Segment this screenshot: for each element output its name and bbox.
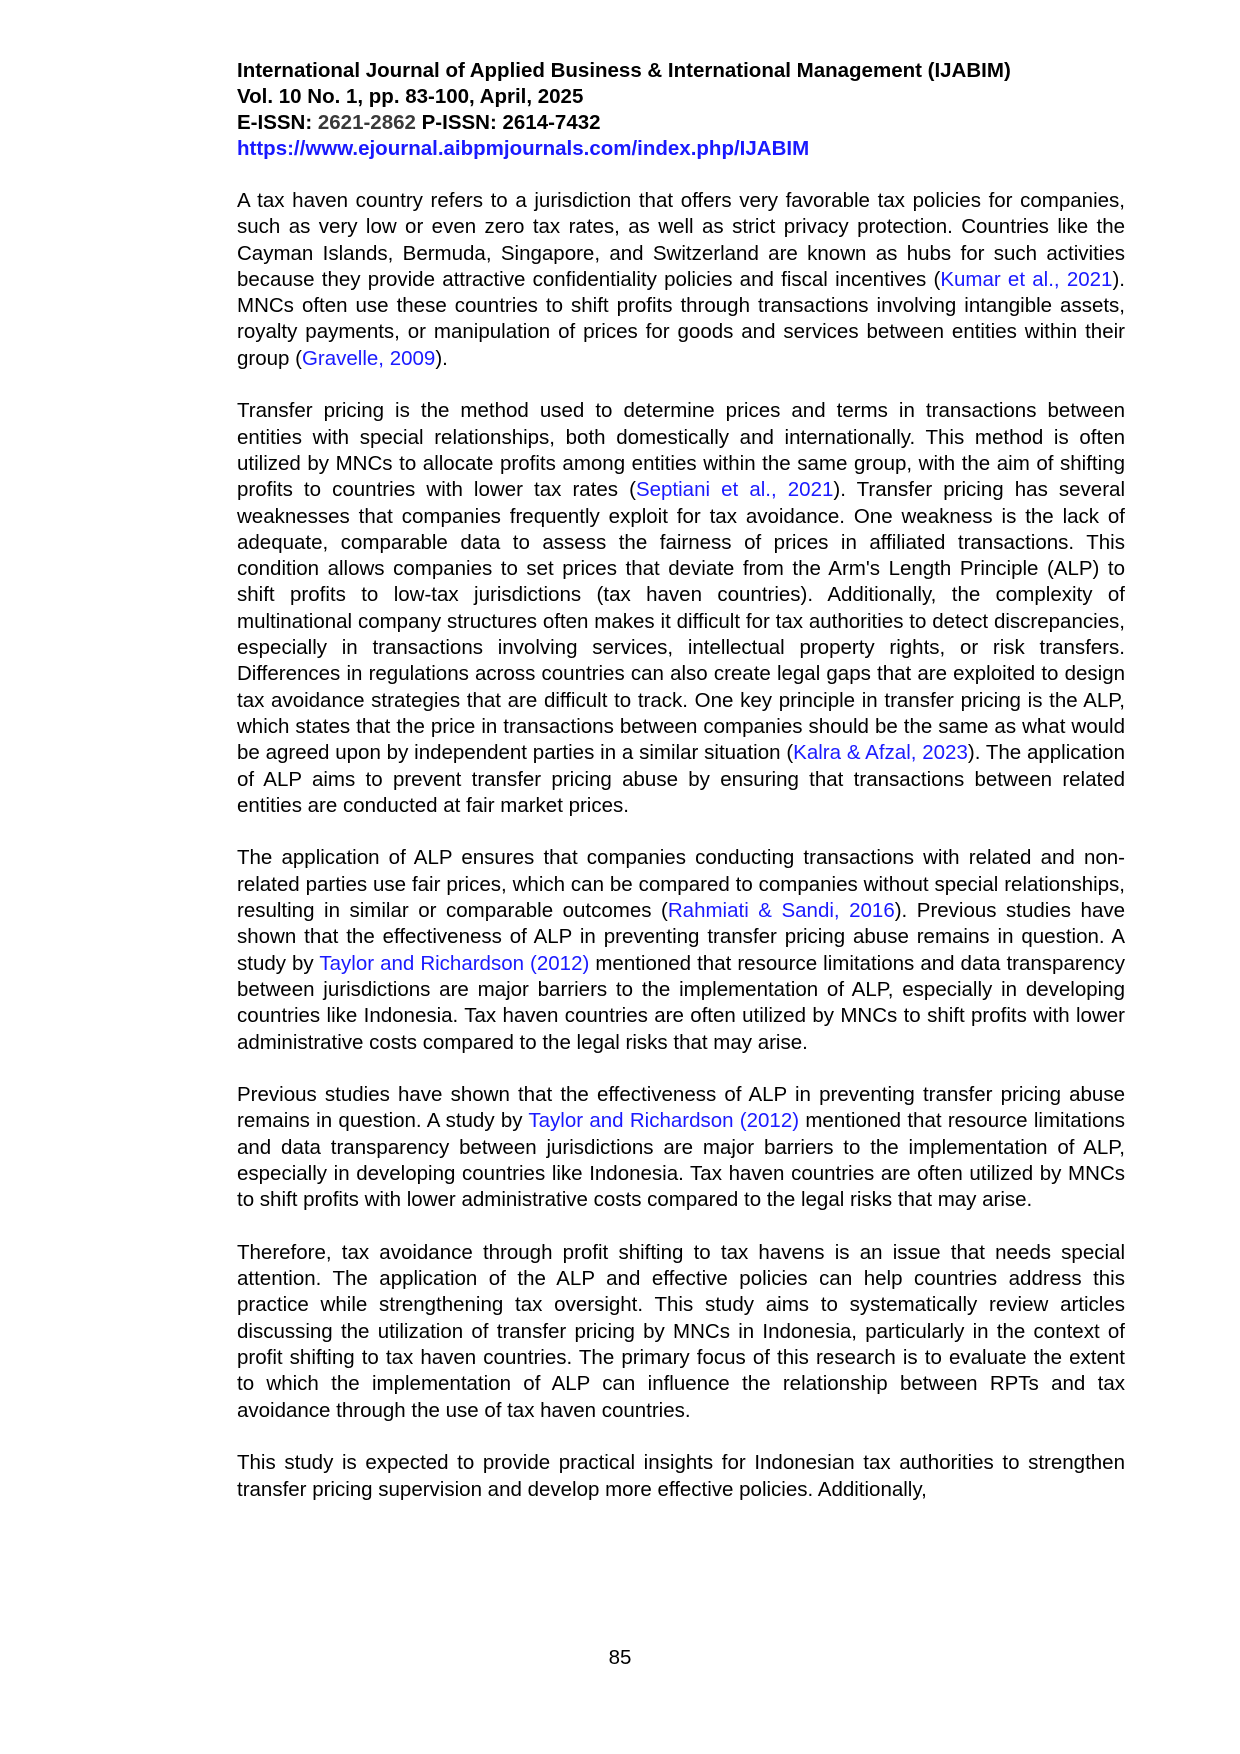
paragraph-text: Therefore, tax avoidance through profit …	[237, 1240, 1125, 1422]
paragraph-text: Previous studies have shown that the eff…	[237, 1083, 1125, 1133]
volume-info: Vol. 10 No. 1, pp. 83-100, April, 2025	[237, 85, 584, 108]
citation-link[interactable]: Taylor and Richardson (2012)	[319, 951, 590, 975]
journal-title: International Journal of Applied Busines…	[237, 59, 1011, 82]
paragraph-text: ). MNCs often use these countries to shi…	[237, 267, 1125, 370]
paragraph-text: mentioned that resource limitations and …	[237, 1109, 1125, 1212]
paragraph-6: This study is expected to provide practi…	[237, 1450, 1125, 1503]
citation-link[interactable]: Kumar et al., 2021	[940, 267, 1113, 291]
pissn: P-ISSN: 2614-7432	[415, 111, 601, 134]
journal-header: International Journal of Applied Busines…	[237, 58, 1137, 162]
journal-url-link[interactable]: https://www.ejournal.aibpmjournals.com/i…	[237, 137, 810, 160]
page-number: 85	[608, 1646, 632, 1669]
paragraph-text: This study is expected to provide practi…	[237, 1451, 1125, 1501]
citation-link[interactable]: Gravelle, 2009	[301, 346, 436, 370]
paragraph-3: The application of ALP ensures that comp…	[237, 845, 1125, 1055]
paragraph-text: The application of ALP ensures that comp…	[237, 846, 1125, 923]
paragraph-text: A tax haven country refers to a jurisdic…	[237, 189, 1125, 291]
paragraph-1: A tax haven country refers to a jurisdic…	[237, 188, 1125, 372]
paragraph-text: ). Transfer pricing has several weakness…	[237, 478, 1125, 765]
citation-link[interactable]: Taylor and Richardson (2012)	[528, 1109, 800, 1133]
eissn-value: 2621-2862	[317, 111, 416, 134]
paragraph-4: Previous studies have shown that the eff…	[237, 1082, 1125, 1213]
citation-link[interactable]: Septiani et al., 2021	[635, 478, 834, 502]
paragraph-text: ). Previous studies have shown that the …	[237, 899, 1125, 975]
paragraph-2: Transfer pricing is the method used to d…	[237, 398, 1125, 819]
citation-link[interactable]: Rahmiati & Sandi, 2016	[667, 899, 895, 923]
body-text: A tax haven country refers to a jurisdic…	[237, 188, 1125, 1529]
issn-line: E-ISSN: 2621-2862 P-ISSN: 2614-7432	[237, 110, 1137, 136]
paragraph-5: Therefore, tax avoidance through profit …	[237, 1240, 1125, 1424]
paragraph-text: ).	[435, 346, 448, 370]
paragraph-text: ). The application of ALP aims to preven…	[237, 741, 1125, 817]
eissn-label: E-ISSN:	[237, 111, 318, 134]
citation-link[interactable]: Kalra & Afzal, 2023	[793, 741, 968, 765]
paragraph-text: Transfer pricing is the method used to d…	[237, 399, 1125, 502]
paragraph-text: mentioned that resource limitations and …	[237, 951, 1125, 1054]
